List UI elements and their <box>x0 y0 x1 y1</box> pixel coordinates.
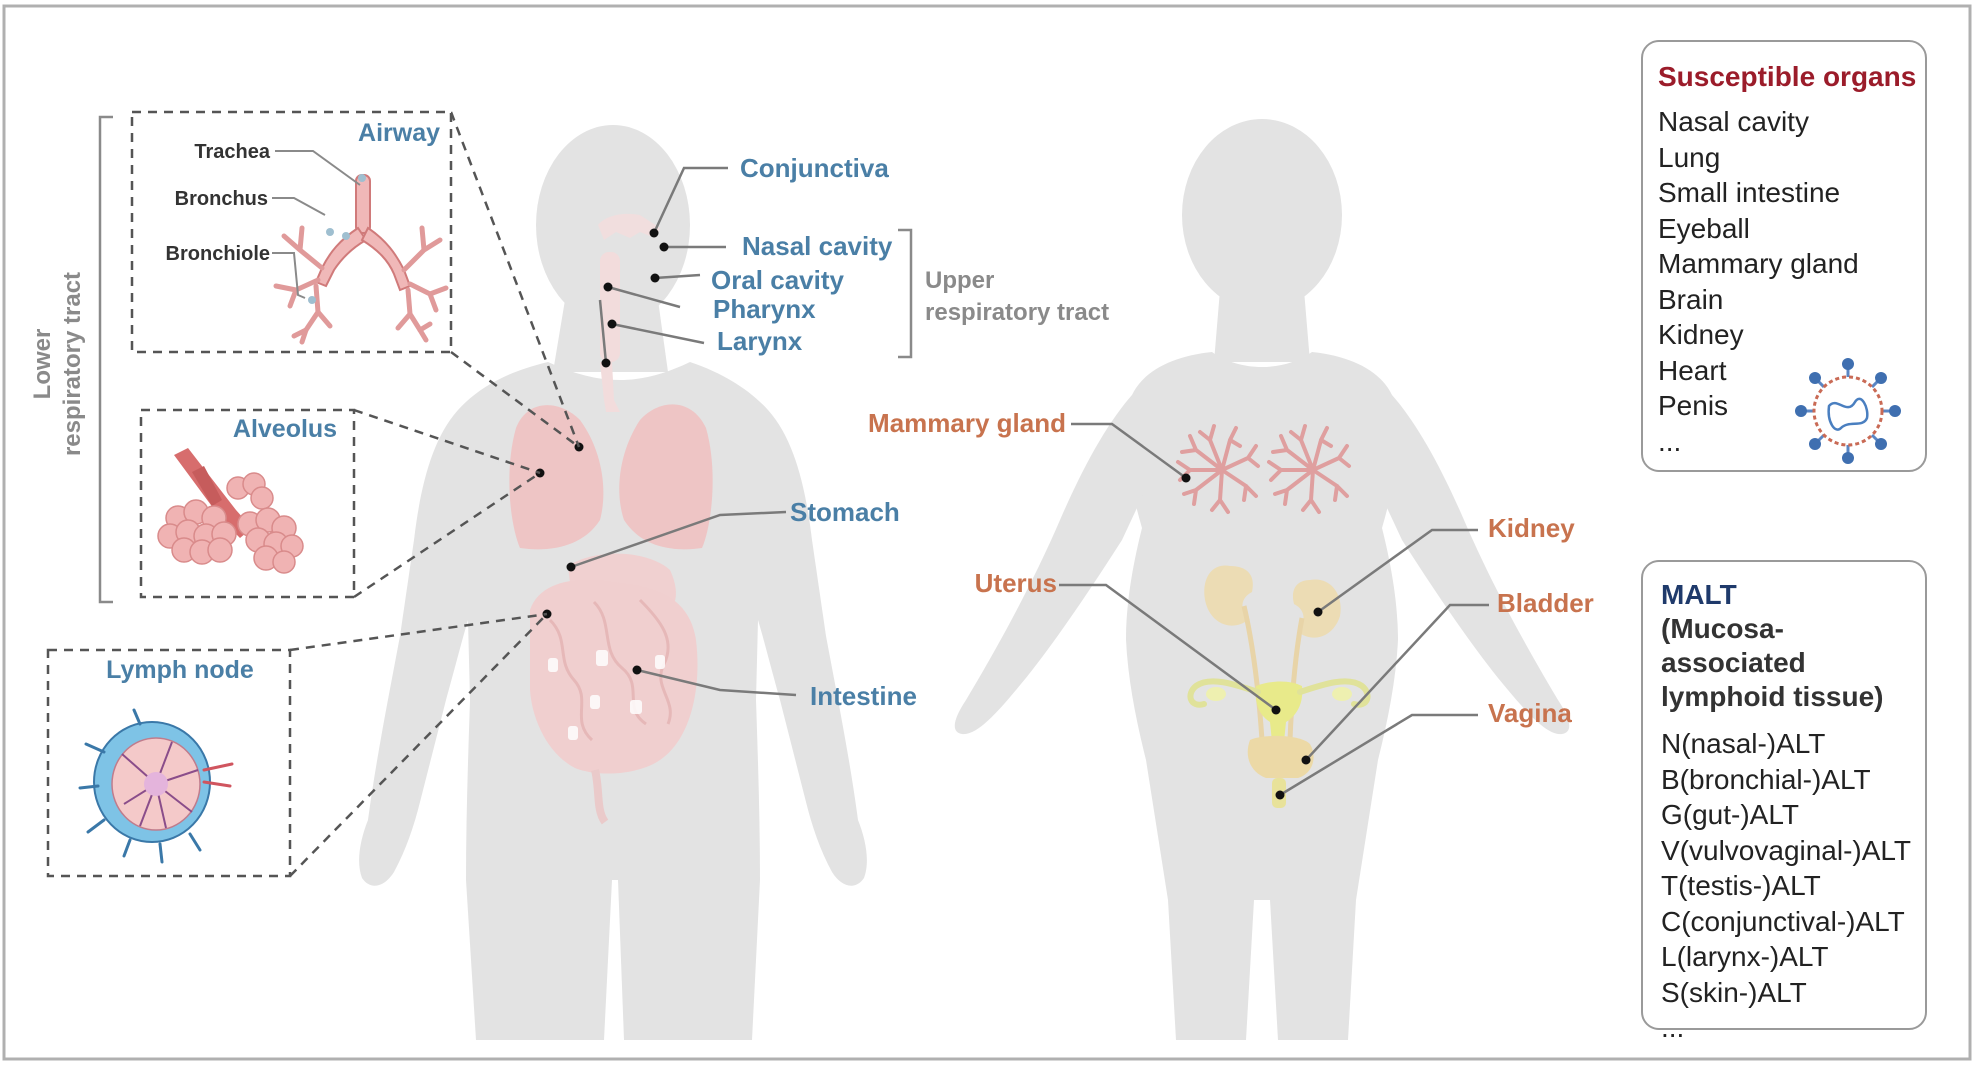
malt-item: S(skin-)ALT <box>1661 976 1807 1008</box>
alveolus-title: Alveolus <box>233 415 337 443</box>
female-organs <box>1176 424 1371 808</box>
malt-item: ... <box>1661 1012 1685 1043</box>
oral-cavity-label: Oral cavity <box>711 265 845 295</box>
airway-branches <box>273 225 449 345</box>
malt-box: MALT (Mucosa-associated lymphoid tissue)… <box>1641 560 1927 1043</box>
lower-respiratory-label-line2: respiratory tract <box>59 272 86 456</box>
mammary-gland-label: Mammary gland <box>868 408 1066 438</box>
larynx-label: Larynx <box>717 326 803 356</box>
malt-subtitle-line1: (Mucosa-associated <box>1661 613 1806 678</box>
susceptible-organ-item: Penis <box>1658 390 1729 421</box>
bronchus-label: Bronchus <box>175 188 268 210</box>
airway-anchor-markers <box>308 174 366 304</box>
male-anchor-dots <box>535 228 669 675</box>
vagina-label: Vagina <box>1488 698 1572 728</box>
malt-item: G(gut-)ALT <box>1661 799 1799 830</box>
airway-inset: Airway Trachea Bronchus Bronchio <box>130 110 453 354</box>
susceptible-organ-item: Kidney <box>1658 319 1744 350</box>
airway-title: Airway <box>358 119 440 147</box>
upper-respiratory-label-line1: Upper <box>925 267 994 294</box>
malt-list: N(nasal-)ALT B(bronchial-)ALT G(gut-)ALT V(… <box>1661 726 1925 1046</box>
susceptible-organ-item: Brain <box>1658 283 1724 315</box>
susceptible-organ-item: Lung <box>1658 141 1721 173</box>
malt-item: L(larynx-)ALT <box>1661 941 1829 972</box>
male-leader-lines <box>570 166 797 697</box>
susceptible-organ-item: Eyeball <box>1658 212 1750 244</box>
malt-item: N(nasal-)ALT <box>1661 728 1826 759</box>
susceptible-organs-title: Susceptible organs <box>1658 61 1917 92</box>
nasal-cavity-label: Nasal cavity <box>742 231 893 261</box>
malt-title: MALT <box>1661 579 1737 610</box>
intestine-label: Intestine <box>810 681 917 711</box>
susceptible-organ-item: ... <box>1658 425 1682 457</box>
lower-respiratory-label-line1: Lower <box>29 329 56 400</box>
coronavirus-icon <box>1795 358 1901 464</box>
susceptible-organ-item: Mammary gland <box>1658 248 1859 279</box>
bladder-icon <box>1247 735 1314 778</box>
kidney-label: Kidney <box>1488 513 1575 543</box>
alveolus-icon <box>157 448 304 574</box>
mammary-gland-left-icon <box>1176 424 1260 514</box>
bladder-label: Bladder <box>1497 588 1594 618</box>
conjunctiva-label: Conjunctiva <box>740 153 889 183</box>
upper-respiratory-bracket <box>898 228 913 359</box>
alveolus-inset: Alveolus <box>139 408 356 599</box>
bronchiole-label: Bronchiole <box>166 243 270 265</box>
uterus-label: Uterus <box>975 568 1057 598</box>
pharynx-label: Pharynx <box>713 294 816 324</box>
malt-item: T(testis-)ALT <box>1661 870 1821 901</box>
kidney-left-icon <box>1204 565 1253 626</box>
lymph-node-inset: Lymph node <box>46 648 292 878</box>
malt-item: C(conjunctival-)ALT <box>1661 905 1905 937</box>
inset-connectors <box>289 111 581 877</box>
mammary-gland-right-icon <box>1267 424 1351 514</box>
lymph-node-icon <box>78 708 234 864</box>
malt-item: V(vulvovaginal-)ALT <box>1661 834 1912 866</box>
upper-respiratory-label-line2: respiratory tract <box>925 299 1109 326</box>
malt-item: B(bronchial-)ALT <box>1661 763 1871 795</box>
trachea-label: Trachea <box>194 141 270 163</box>
male-organs <box>509 213 713 825</box>
lymph-node-title: Lymph node <box>106 656 254 684</box>
female-anchor-dots <box>1181 473 1323 800</box>
lower-respiratory-bracket <box>98 115 113 604</box>
malt-subtitle-line2: lymphoid tissue) <box>1661 681 1884 712</box>
female-leader-lines <box>1059 422 1489 797</box>
susceptible-organ-item: Heart <box>1658 354 1727 386</box>
susceptible-organ-item: Nasal cavity <box>1658 106 1809 137</box>
stomach-label: Stomach <box>790 497 900 527</box>
susceptible-organ-item: Small intestine <box>1658 177 1841 208</box>
airway-tree-icon <box>314 174 412 292</box>
